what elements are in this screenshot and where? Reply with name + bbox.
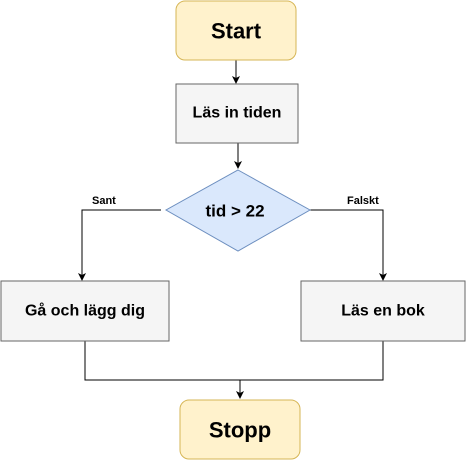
connectors [78,60,387,399]
start-node[interactable]: Start [175,0,297,61]
read-book-node-label: Läs en bok [341,303,425,320]
stop-node-label: Stopp [209,418,271,443]
start-node-label: Start [211,19,262,44]
stop-node-shape [179,399,301,460]
read-book-node[interactable]: Läs en bok [300,280,466,342]
go-to-bed-node-label: Gå och lägg dig [25,302,145,320]
decision-node-shape [164,169,312,252]
connector-read-book-to-merge [240,341,384,381]
edge-label-false: Falskt [347,195,379,207]
read-book-node-shape [300,280,466,342]
decision-node[interactable]: tid > 22 [164,169,312,252]
read-time-node[interactable]: Läs in tiden [175,83,299,144]
connector-decision-false-branch [310,209,387,281]
read-time-node-label: Läs in tiden [193,105,282,122]
connector-decision-true-branch [78,209,161,281]
go-to-bed-node-shape [0,280,170,342]
edge-label-true: Sant [92,195,116,207]
go-to-bed-node[interactable]: Gå och lägg dig [0,280,170,342]
start-node-shape [175,0,297,61]
read-time-node-shape [175,83,299,144]
stop-node[interactable]: Stopp [179,399,301,460]
decision-node-label: tid > 22 [205,202,264,221]
connector-go-to-bed-to-merge [84,341,240,381]
